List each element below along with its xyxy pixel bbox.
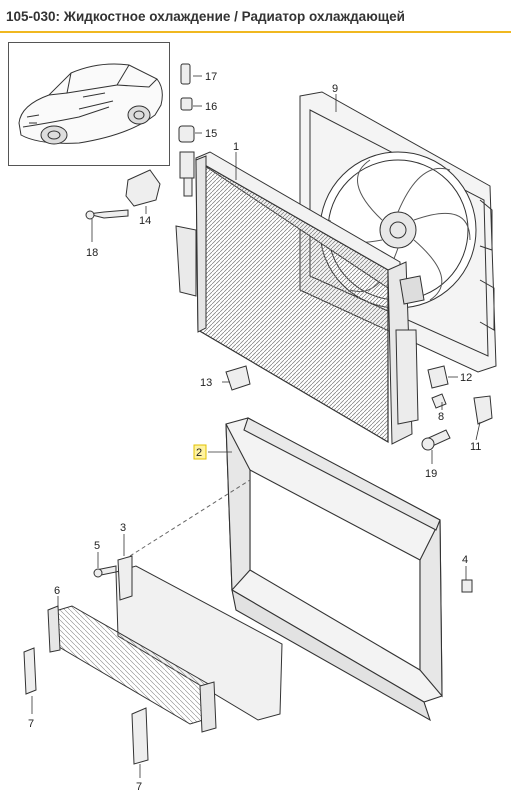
callout-9[interactable]: 9 <box>332 83 338 95</box>
callout-14[interactable]: 14 <box>139 215 151 227</box>
bracket-and-bolt <box>85 169 161 220</box>
callout-7-bottom[interactable]: 7 <box>136 781 142 791</box>
callout-8[interactable]: 8 <box>438 411 444 423</box>
callout-16[interactable]: 16 <box>205 101 217 113</box>
callout-17[interactable]: 17 <box>205 71 217 83</box>
callout-7-left[interactable]: 7 <box>28 718 34 730</box>
small-fasteners <box>225 365 493 451</box>
radiator-carrier-frame <box>225 417 443 722</box>
callout-12[interactable]: 12 <box>460 372 472 384</box>
callout-2[interactable]: 2 <box>196 447 202 459</box>
leader-line <box>129 479 251 557</box>
callout-6[interactable]: 6 <box>54 585 60 597</box>
selected-callout-highlight <box>193 444 207 460</box>
title-underline <box>0 31 511 33</box>
callout-4[interactable]: 4 <box>462 554 468 566</box>
bolt <box>93 565 117 578</box>
page-title: 105-030: Жидкостное охлаждение / Радиато… <box>6 9 405 24</box>
car-icon <box>18 63 163 145</box>
callout-5[interactable]: 5 <box>94 540 100 552</box>
callout-11[interactable]: 11 <box>470 441 481 453</box>
callout-labels: 17 16 15 1 9 14 18 12 13 8 11 2 19 3 5 4… <box>28 71 481 791</box>
callout-19[interactable]: 19 <box>425 468 437 480</box>
bushing-parts <box>178 63 195 143</box>
callout-1[interactable]: 1 <box>233 141 239 153</box>
mounting-brackets <box>23 647 149 765</box>
callout-13[interactable]: 13 <box>200 377 212 389</box>
radiator <box>175 151 425 445</box>
vehicle-thumbnail <box>8 42 170 166</box>
callout-3[interactable]: 3 <box>120 522 126 534</box>
callout-leaders <box>31 75 481 778</box>
clip-part <box>461 579 473 593</box>
callout-15[interactable]: 15 <box>205 128 217 140</box>
auxiliary-cooler <box>47 555 283 733</box>
callout-18[interactable]: 18 <box>86 247 98 259</box>
